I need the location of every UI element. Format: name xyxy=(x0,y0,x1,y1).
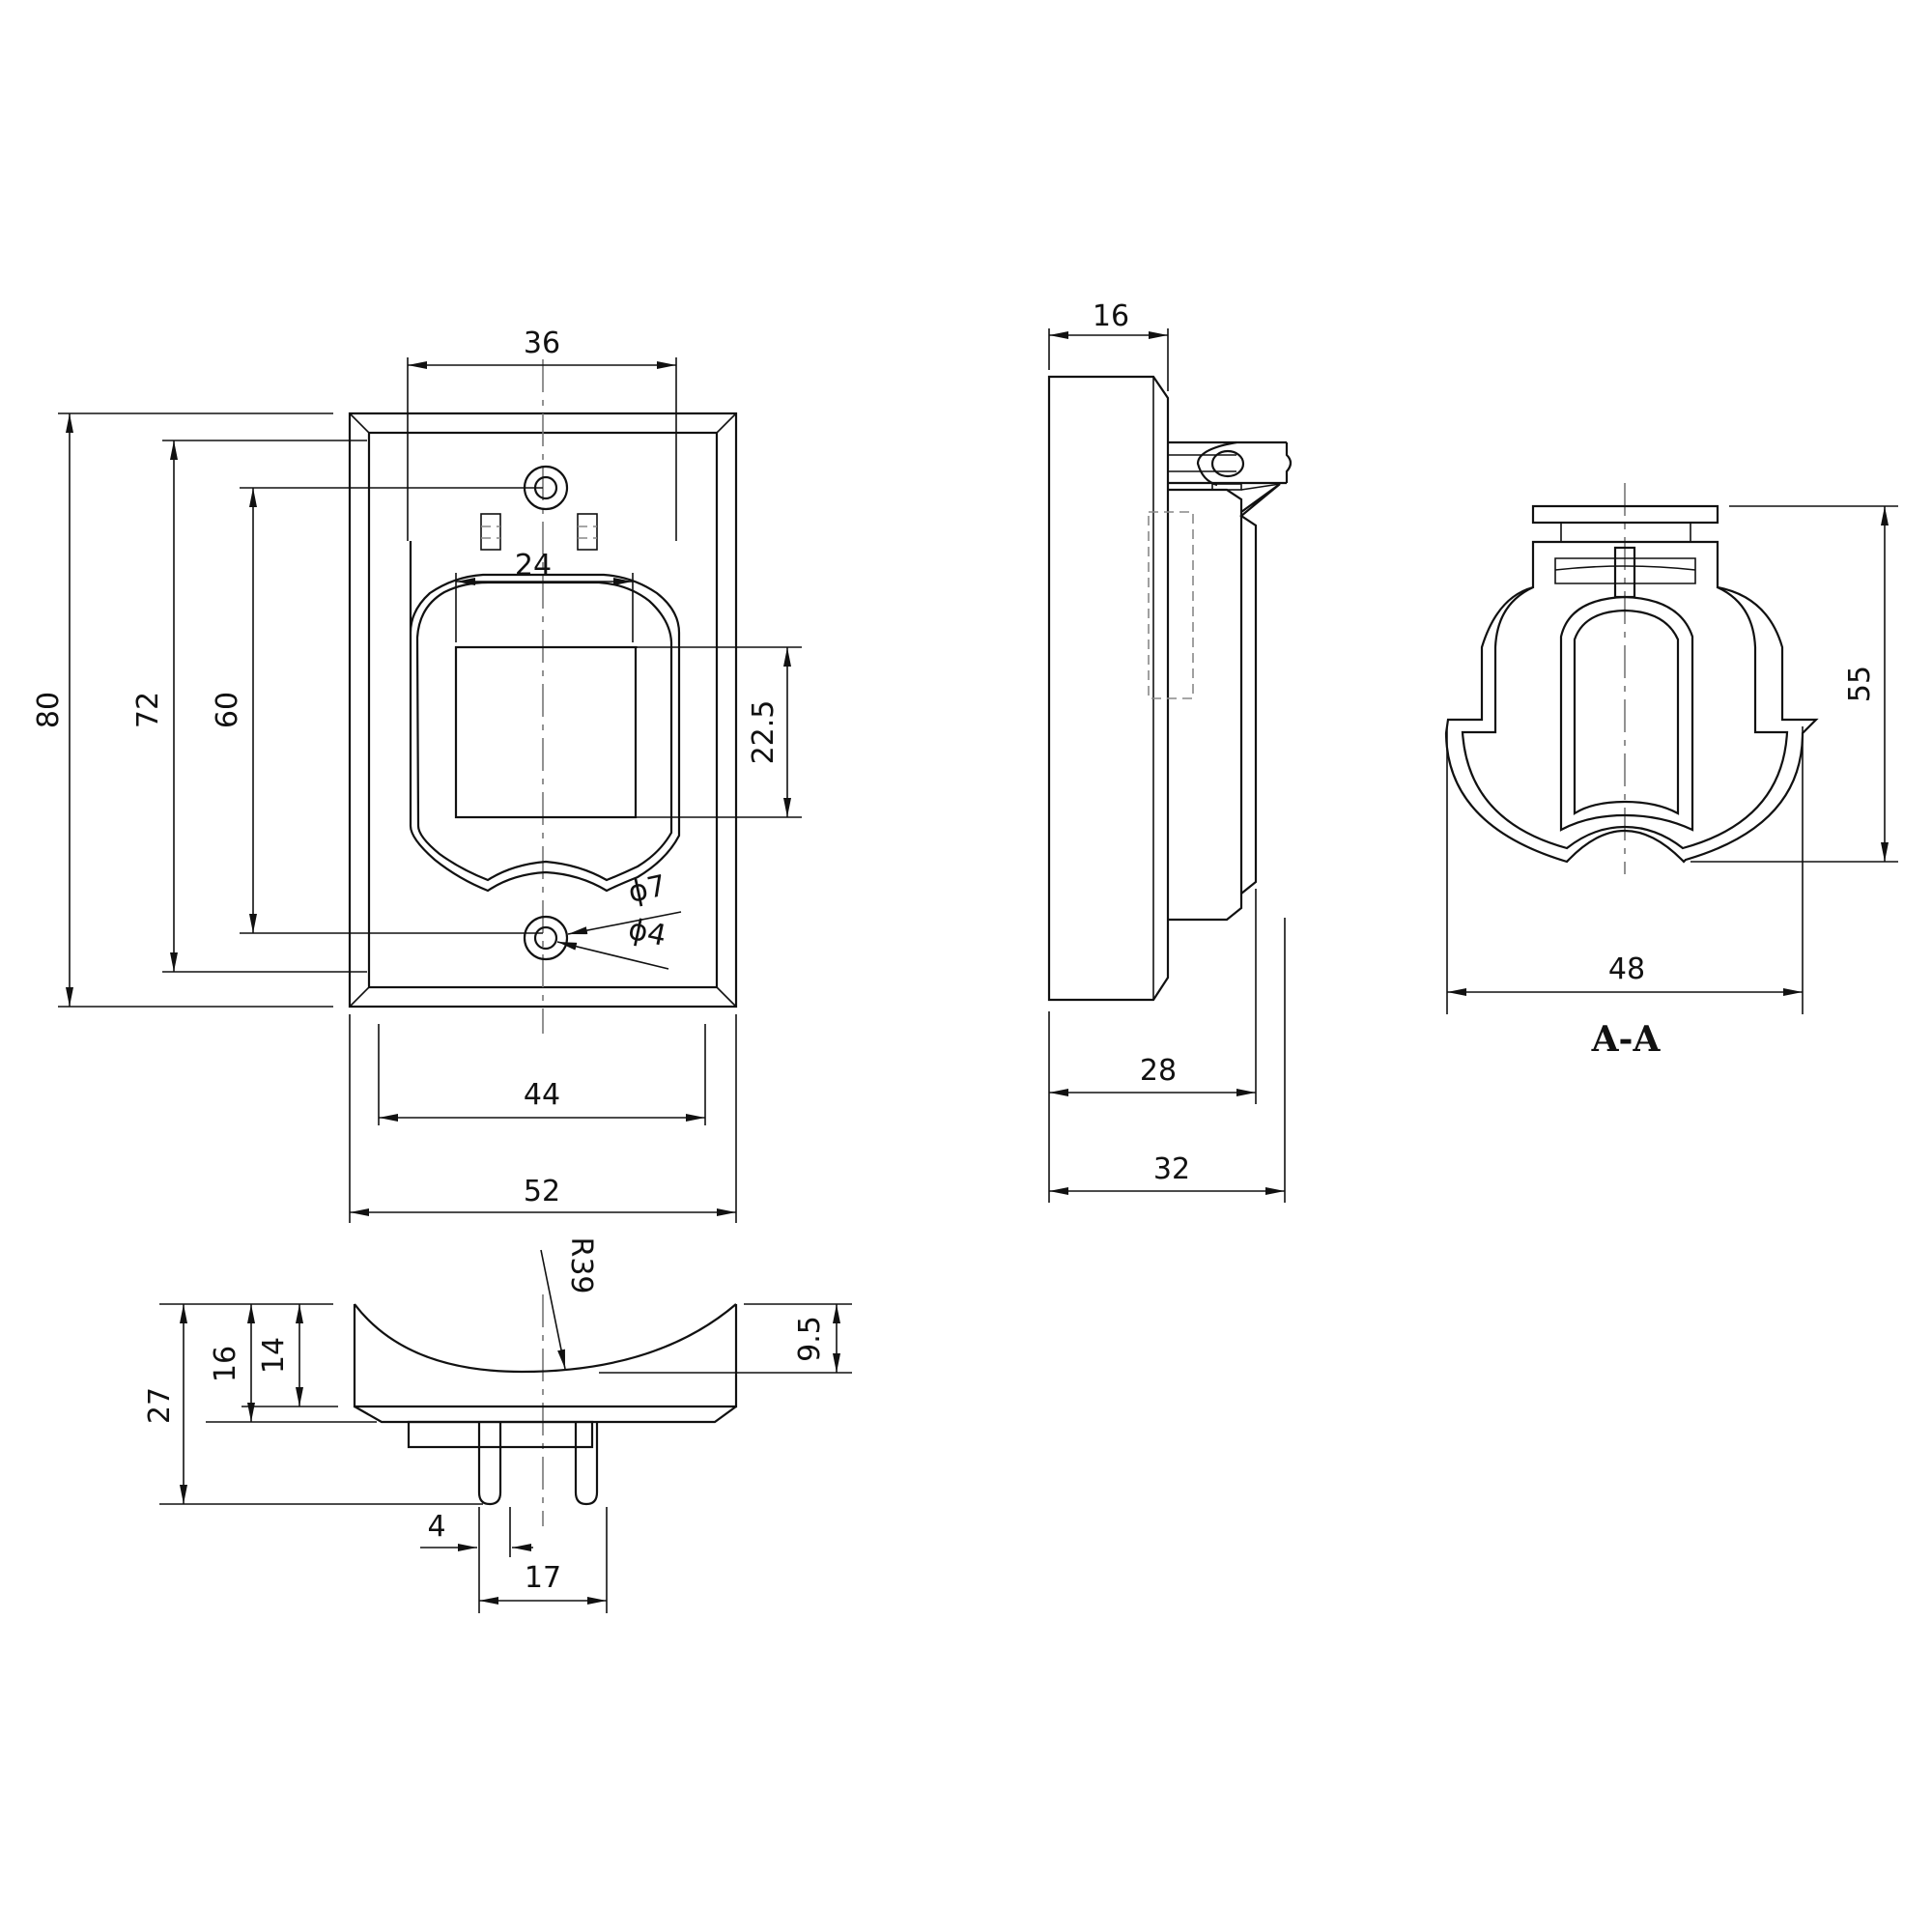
side-view xyxy=(1047,375,1293,1002)
pin-left xyxy=(477,1422,502,1506)
dim-24: 24 xyxy=(515,549,552,582)
dim-14: 14 xyxy=(257,1337,291,1374)
dim-72: 72 xyxy=(131,692,165,728)
dim-48: 48 xyxy=(1608,952,1645,986)
dim-60: 60 xyxy=(211,692,244,728)
section-inner-shell xyxy=(1461,586,1789,850)
dim-36: 36 xyxy=(524,327,560,360)
dim-22-5: 22.5 xyxy=(747,700,781,765)
bottom-hole-outer xyxy=(523,915,569,961)
dim-80: 80 xyxy=(32,692,66,728)
side-view-dimensions: 16 28 32 xyxy=(1048,299,1286,1203)
bottom-hole-inner xyxy=(533,925,558,951)
hinge-pin xyxy=(1210,449,1245,478)
slot-left xyxy=(480,513,501,551)
pin-right xyxy=(574,1422,599,1506)
side-plate xyxy=(1047,375,1170,1002)
section-inner-cup xyxy=(1559,595,1694,832)
dim-32: 32 xyxy=(1153,1152,1190,1186)
slot-right xyxy=(577,513,598,551)
dim-16-bottom: 16 xyxy=(209,1346,242,1382)
switch-rocker xyxy=(454,645,638,819)
section-label: A-A xyxy=(1591,1019,1662,1060)
dim-27: 27 xyxy=(143,1387,177,1424)
section-view-a-a xyxy=(1444,483,1819,874)
section-outer-shell xyxy=(1444,540,1819,864)
dim-phi4: ϕ4 xyxy=(625,913,668,953)
dim-9-5: 9.5 xyxy=(793,1316,827,1362)
dim-phi7: ϕ7 xyxy=(625,869,668,910)
front-view-dimensions: 36 80 72 60 24 22.5 ϕ7 ϕ4 44 xyxy=(32,327,802,1223)
curved-top xyxy=(354,1303,737,1374)
dim-28: 28 xyxy=(1140,1054,1177,1088)
bottom-body xyxy=(353,1304,738,1408)
front-view xyxy=(348,359,738,1034)
dim-52: 52 xyxy=(524,1175,560,1208)
section-cap xyxy=(1531,504,1719,525)
dim-17: 17 xyxy=(525,1561,561,1595)
hidden-cavity xyxy=(1148,511,1194,699)
dim-r39: R39 xyxy=(564,1236,598,1293)
switch-window-outer xyxy=(409,541,681,893)
dim-16-side: 16 xyxy=(1093,299,1129,333)
side-body xyxy=(1168,488,1243,922)
dim-44: 44 xyxy=(524,1078,560,1112)
dim-55: 55 xyxy=(1843,666,1877,702)
section-view-dimensions: 55 48 A-A xyxy=(1446,505,1898,1060)
bottom-view-dimensions: R39 27 16 14 9.5 4 17 xyxy=(143,1236,852,1613)
dim-4: 4 xyxy=(427,1510,445,1544)
bottom-view xyxy=(353,1294,738,1526)
